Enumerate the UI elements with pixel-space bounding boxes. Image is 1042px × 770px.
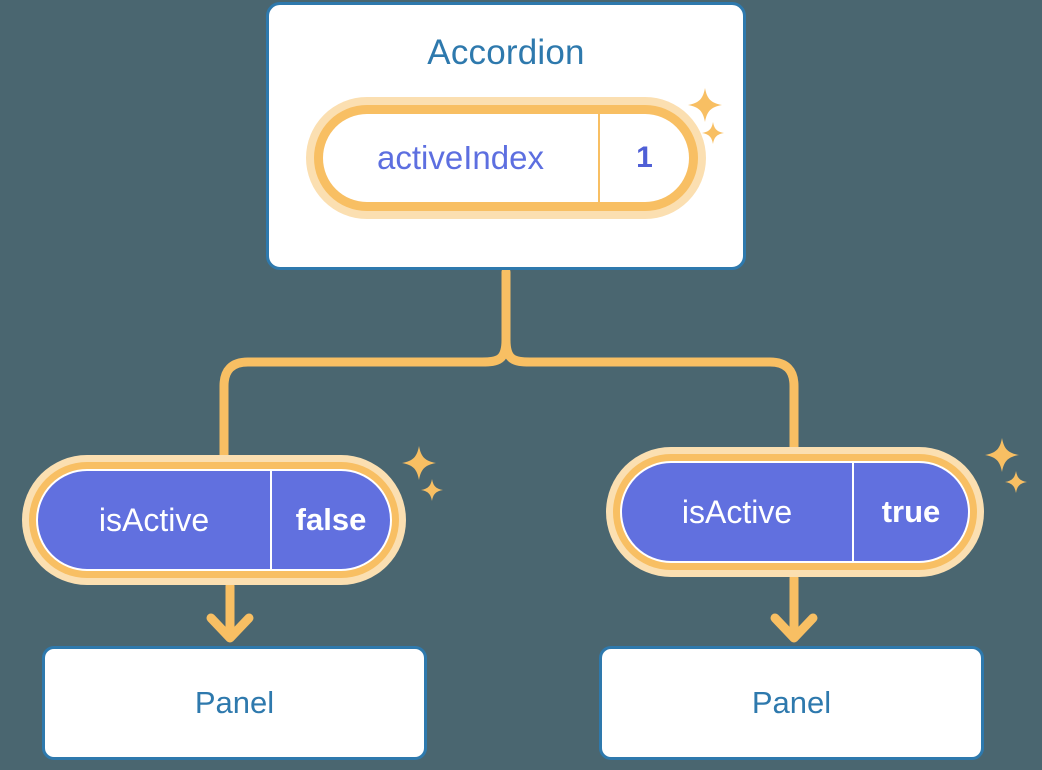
prop-pill-isactive-false[interactable]: isActive false	[22, 455, 406, 585]
prop-value-label: true	[881, 494, 941, 529]
panel-box-right[interactable]: Panel	[599, 646, 984, 760]
prop-key-label: isActive	[38, 471, 272, 569]
arrow-head-right	[770, 613, 818, 643]
pill-ring: activeIndex 1	[314, 105, 698, 211]
prop-pill-isactive-true[interactable]: isActive true	[606, 447, 984, 577]
sparkle-icon	[1005, 471, 1027, 493]
panel-box-left[interactable]: Panel	[42, 646, 427, 760]
panel-label: Panel	[194, 685, 275, 720]
branch-line-right	[501, 335, 799, 452]
pill-body: activeIndex 1	[323, 114, 689, 202]
page-title: Accordion	[427, 33, 585, 72]
sparkle-icon	[688, 88, 722, 122]
sparkle-icon	[702, 122, 724, 144]
pill-ring: isActive false	[29, 462, 399, 578]
sparkle-icon	[985, 438, 1019, 472]
pill-ring: isActive true	[613, 454, 977, 570]
arrow-head-left	[206, 613, 254, 643]
pill-body: isActive false	[36, 469, 392, 571]
panel-label: Panel	[751, 685, 832, 720]
state-value-label: 1	[636, 141, 653, 174]
sparkle-icon	[402, 446, 436, 480]
branch-line-left	[219, 335, 511, 460]
prop-key-label: isActive	[622, 463, 854, 561]
state-pill-activeindex[interactable]: activeIndex 1	[306, 97, 706, 219]
state-key-label: activeIndex	[323, 114, 600, 202]
sparkle-icon	[421, 479, 443, 501]
pill-body: isActive true	[620, 461, 970, 563]
prop-value-label: false	[295, 502, 367, 537]
